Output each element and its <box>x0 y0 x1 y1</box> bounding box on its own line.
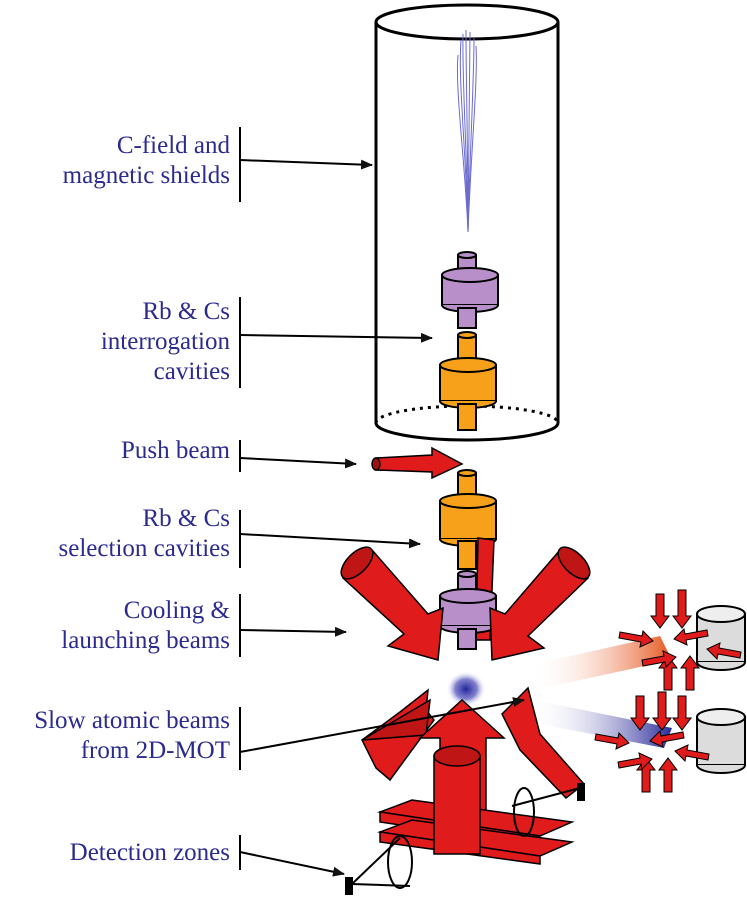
label-cooling-beams: Cooling & launching beams <box>61 596 230 656</box>
rb-interrogation-cavity <box>441 251 499 329</box>
label-cooling-line2: launching beams <box>61 627 230 654</box>
atom-cloud <box>446 671 486 707</box>
detection-optics <box>345 783 585 895</box>
cs-selection-cavity <box>439 469 497 570</box>
mot-beams-upper <box>618 589 742 691</box>
label-slow-line2: from 2D-MOT <box>80 737 230 764</box>
slow-beam-red <box>530 636 672 690</box>
label-slow-line1: Slow atomic beams <box>34 707 230 734</box>
label-interrogation-line1: Rb & Cs <box>142 298 230 325</box>
atomic-fountain-plume <box>456 29 477 233</box>
label-interrogation-line2: interrogation <box>100 328 230 355</box>
label-connectors <box>239 127 525 877</box>
label-slow-atomic-beams: Slow atomic beams from 2D-MOT <box>34 706 230 766</box>
slow-beam-blue <box>530 700 672 748</box>
push-beam <box>371 446 464 480</box>
label-selection-cavities: Rb & Cs selection cavities <box>59 504 230 564</box>
label-interrogation-cavities: Rb & Cs interrogation cavities <box>101 297 230 387</box>
label-push-beam-line1: Push beam <box>120 437 230 464</box>
detection-column <box>433 745 481 855</box>
cs-interrogation-cavity <box>439 331 497 431</box>
label-c-field: C-field and magnetic shields <box>63 131 230 191</box>
label-detection-line1: Detection zones <box>69 839 230 866</box>
cooling-beam-upper-right <box>489 546 591 661</box>
label-selection-line1: Rb & Cs <box>142 505 230 532</box>
cooling-beam-upper-left <box>340 546 444 661</box>
mot-cell-lower <box>696 708 746 774</box>
rb-selection-cavity <box>439 570 497 650</box>
label-push-beam: Push beam <box>121 436 230 466</box>
label-cooling-line1: Cooling & <box>123 597 230 624</box>
label-interrogation-line3: cavities <box>153 358 230 385</box>
mot-cell-upper <box>696 605 746 671</box>
label-detection-zones: Detection zones <box>70 838 230 868</box>
magnetic-shield-cylinder <box>374 3 560 442</box>
mot-beams-lower <box>594 691 710 793</box>
label-selection-line2: selection cavities <box>58 535 230 562</box>
label-c-field-line1: C-field and <box>116 132 230 159</box>
label-c-field-line2: magnetic shields <box>62 162 230 189</box>
